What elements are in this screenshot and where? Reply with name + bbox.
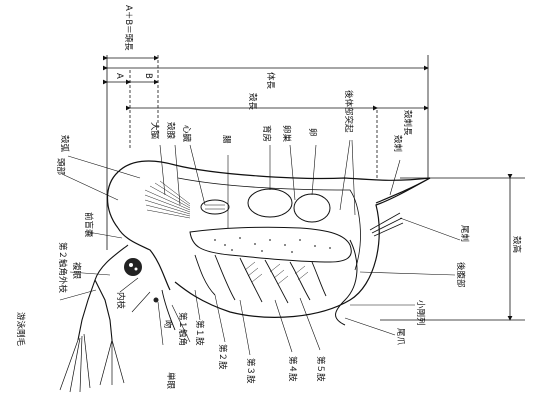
label-head: 頭部 [55, 158, 66, 176]
label-compound-eye: 複眼 [71, 262, 82, 280]
label-claw: 尾爪 [395, 328, 405, 346]
label-shell-length: 殻長 [247, 93, 258, 111]
label-antenna2: 第２触角外枝 [57, 242, 68, 294]
shell-spine [376, 178, 430, 203]
ocellus-dot [154, 298, 159, 303]
label-antenna1: 第１触角 [177, 312, 188, 346]
heart-shape [201, 200, 229, 214]
label-mouth: 吻 [162, 320, 173, 329]
eggs [248, 189, 330, 222]
label-leg2: 第２肢 [217, 344, 228, 370]
label-egg: 卵 [307, 128, 318, 137]
label-spine-length: 殻刺長 [402, 110, 413, 136]
tail-setae [370, 213, 403, 236]
thoracic-legs [195, 255, 326, 303]
label-ab-head: A＋B＝頭長 [123, 5, 133, 51]
label-gut: 腸 [221, 135, 231, 144]
label-fornix: 殻弧 [59, 135, 70, 153]
label-leg1: 第１肢 [194, 320, 205, 346]
label-denticles: 小剛列 [415, 300, 426, 326]
labels: A＋B＝頭長 体長 殻長 殻刺長 A B 頭部 殻弧 前盲嚢 第２触角外枝 複眼… [15, 5, 522, 390]
label-body-length: 体長 [265, 72, 276, 90]
label-abd-process: 後体部突起 [343, 90, 354, 133]
label-shell-height: 殻高 [511, 236, 522, 253]
carapace-outline [108, 161, 431, 317]
swimming-setae [60, 334, 124, 392]
head-muscles [145, 181, 190, 218]
label-ocellus: 単眼 [165, 372, 176, 390]
compound-eye [124, 258, 142, 276]
label-brain: 大脳 [149, 122, 160, 140]
label-shell-spine: 殻刺 [392, 135, 403, 152]
label-brood: 育房 [261, 125, 272, 142]
label-ovary: 卵巣 [281, 125, 292, 143]
label-postabdomen: 後腹部 [455, 262, 466, 288]
label-inner-branch: 内枝 [115, 292, 126, 310]
label-heart: 心臓 [181, 125, 192, 143]
label-maxillary-gland: 殻腺 [165, 122, 176, 140]
postabdomen-shape [336, 240, 357, 325]
gut-texture [214, 237, 331, 253]
leader-lines [60, 140, 460, 355]
label-seta: 游泳剛毛 [15, 312, 26, 347]
label-a: A [114, 73, 124, 79]
label-leg3: 第３肢 [245, 358, 256, 384]
label-tail-seta: 尾刺 [459, 225, 469, 242]
label-caecum: 前盲嚢 [83, 212, 94, 238]
gut-shape [190, 227, 351, 262]
label-leg5: 第５肢 [315, 356, 326, 382]
label-leg4: 第４肢 [287, 356, 298, 382]
label-b: B [143, 73, 153, 79]
